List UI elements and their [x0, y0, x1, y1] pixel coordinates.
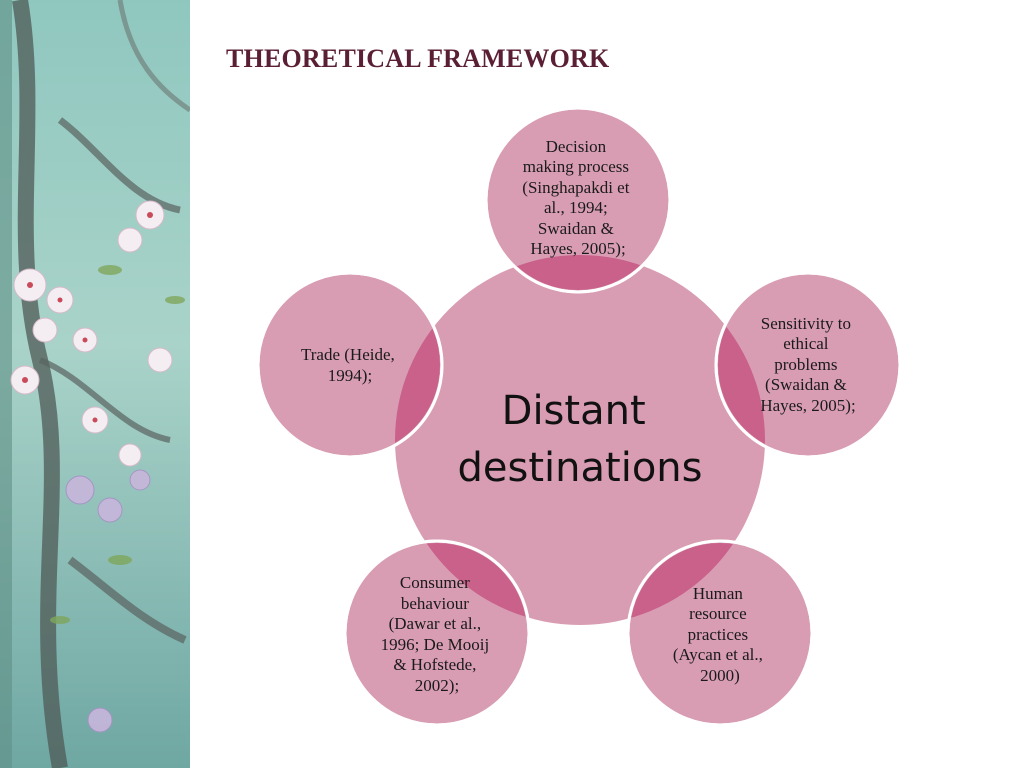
- node-label-consumer-behaviour: Consumer behaviour (Dawar et al., 1996; …: [381, 573, 494, 695]
- center-circle: [395, 255, 765, 625]
- blossom-painting: [0, 0, 190, 768]
- node-label-sensitivity-ethical: Sensitivity to ethical problems (Swaidan…: [760, 314, 855, 415]
- node-label-human-resource: Human resource practices (Aycan et al., …: [673, 584, 767, 685]
- overlap-human-resource: [630, 543, 765, 625]
- overlap-consumer-behaviour: [395, 543, 527, 625]
- slide-title: THEORETICAL FRAMEWORK: [226, 44, 610, 73]
- center-label: Distant destinations: [458, 388, 703, 491]
- center-label-line: destinations: [458, 445, 703, 491]
- center-label-line: Distant: [502, 388, 646, 434]
- node-label-trade: Trade (Heide, 1994);: [301, 345, 399, 385]
- node-label-decision-making: Decision making process (Singhapakdi et …: [522, 137, 633, 258]
- decorative-blossom-panel: [0, 0, 190, 768]
